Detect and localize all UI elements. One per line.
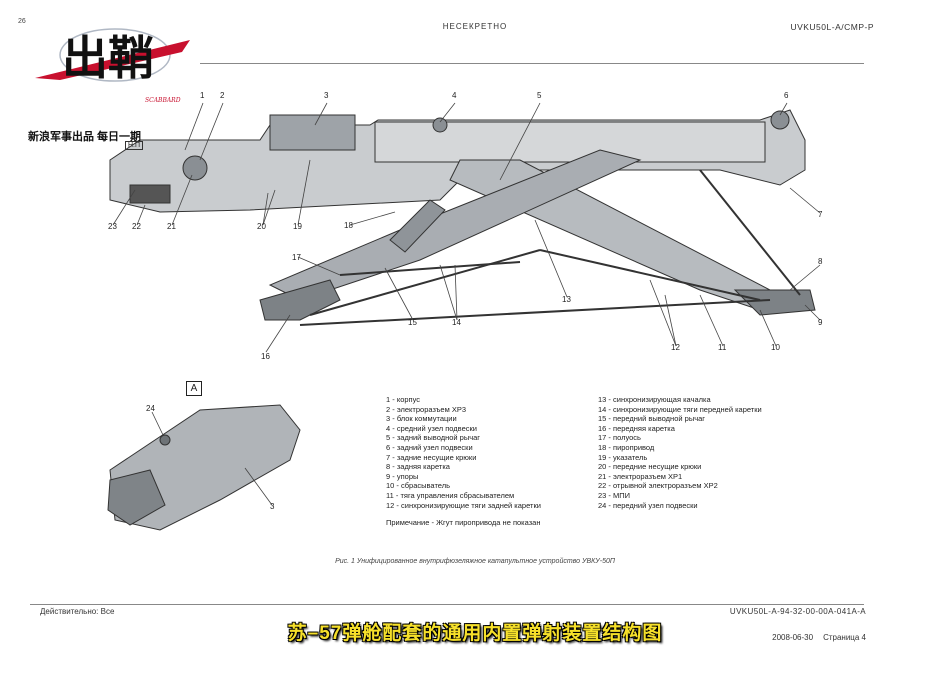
legend-left: 1 - корпус 2 - электроразъем ХР3 3 - бло… — [386, 395, 541, 510]
legend-note: Примечание - Жгут пиропривода не показан — [386, 518, 541, 527]
callout-21: 21 — [167, 222, 176, 231]
ejector-mechanism-drawing — [109, 109, 816, 326]
classification-label: НЕСЕКРЕТНО — [442, 22, 508, 31]
logo-tagline: 新浪军事出品 每日一期 — [28, 131, 142, 143]
callout-4: 4 — [452, 91, 457, 100]
legend-item: 14 - синхронизирующие тяги передней каре… — [598, 404, 762, 414]
legend-item: 24 - передний узел подвески — [598, 500, 698, 510]
inset-a-drawing — [107, 404, 301, 531]
page-number: 26 — [18, 18, 26, 25]
callout-13: 13 — [562, 295, 571, 304]
legend-item: 1 - корпус — [386, 395, 421, 404]
legend-item: 15 - передний выводной рычаг — [598, 414, 706, 424]
legend-item: 18 - пиропривод — [598, 442, 655, 452]
callout-6: 6 — [784, 91, 789, 100]
callout-10: 10 — [771, 343, 780, 352]
legend-item: 5 - задний выводной рычаг — [386, 433, 481, 443]
footer-page: Страница 4 — [823, 633, 866, 642]
legend-item: 16 - передняя каретка — [598, 423, 675, 433]
callout-17: 17 — [292, 253, 301, 262]
footer-date-page: 2008-06-30 Страница 4 — [762, 633, 866, 642]
legend-item: 13 - синхронизирующая качалка — [598, 395, 711, 404]
legend-item: 22 - отрывной электроразъем ХР2 — [598, 481, 718, 491]
legend-item: 10 - сбрасыватель — [386, 481, 450, 491]
callout-18: 18 — [344, 221, 353, 230]
logo-glyphs: 出鞘 — [62, 31, 154, 85]
inset-callout-24: 24 — [146, 404, 155, 413]
callout-14: 14 — [452, 318, 461, 327]
callout-2: 2 — [220, 91, 225, 100]
legend-item: 2 - электроразъем ХР3 — [386, 404, 466, 414]
callout-20: 20 — [257, 222, 266, 231]
legend-item: 23 - МПИ — [598, 490, 631, 500]
document-id: UVKU50L-A/CMP-P — [790, 22, 874, 32]
legend-item: 6 - задний узел подвески — [386, 442, 473, 452]
legend-item: 11 - тяга управления сбрасывателем — [386, 490, 515, 500]
callout-11: 11 — [718, 343, 727, 352]
legend-item: 12 - синхронизирующие тяги задней каретк… — [386, 500, 541, 510]
inset-callout-3: 3 — [270, 502, 275, 511]
legend-item: 3 - блок коммутации — [386, 414, 457, 424]
logo-emblem: 出鞘 SCABBARD — [35, 28, 190, 104]
chinese-banner-title: 苏–57弹舱配套的通用内置弹射装置结构图 — [287, 623, 663, 644]
legend-item: 8 - задняя каретка — [386, 462, 450, 472]
legend-right: 13 - синхронизирующая качалка 14 - синхр… — [598, 395, 762, 510]
leader-lines — [112, 102, 821, 353]
callout-5: 5 — [537, 91, 542, 100]
validity-label: Действительно: Все — [40, 607, 115, 616]
callout-16: 16 — [261, 352, 270, 361]
legend-item: 9 - упоры — [386, 471, 419, 481]
callout-3: 3 — [324, 91, 329, 100]
figure-caption: Рис. 1 Унифицированное внутрифюзеляжное … — [335, 558, 615, 565]
callout-1: 1 — [200, 91, 205, 100]
logo-brand: SCABBARD — [145, 97, 181, 104]
legend-item: 17 - полуось — [598, 433, 641, 443]
callout-22: 22 — [132, 222, 141, 231]
header-rule — [200, 63, 864, 64]
footer-doc-ref: UVKU50L-A-94-32-00-00A-041A-A — [729, 607, 866, 616]
callout-7: 7 — [818, 210, 823, 219]
h-label: H.П — [125, 141, 144, 150]
legend-item: 20 - передние несущие крюки — [598, 462, 702, 472]
callout-15: 15 — [408, 318, 417, 327]
callout-23: 23 — [108, 222, 117, 231]
legend-item: 7 - задние несущие крюки — [386, 452, 477, 462]
footer-date: 2008-06-30 — [772, 633, 814, 642]
legend-item: 21 - электроразъем ХР1 — [598, 471, 683, 481]
callout-12: 12 — [671, 343, 680, 352]
callout-8: 8 — [818, 257, 823, 266]
footer-rule — [30, 604, 864, 605]
legend-item: 4 - средний узел подвески — [386, 423, 477, 433]
callout-9: 9 — [818, 318, 823, 327]
legend-item: 19 - указатель — [598, 452, 648, 462]
callout-19: 19 — [293, 222, 302, 231]
inset-label: A — [186, 381, 202, 396]
